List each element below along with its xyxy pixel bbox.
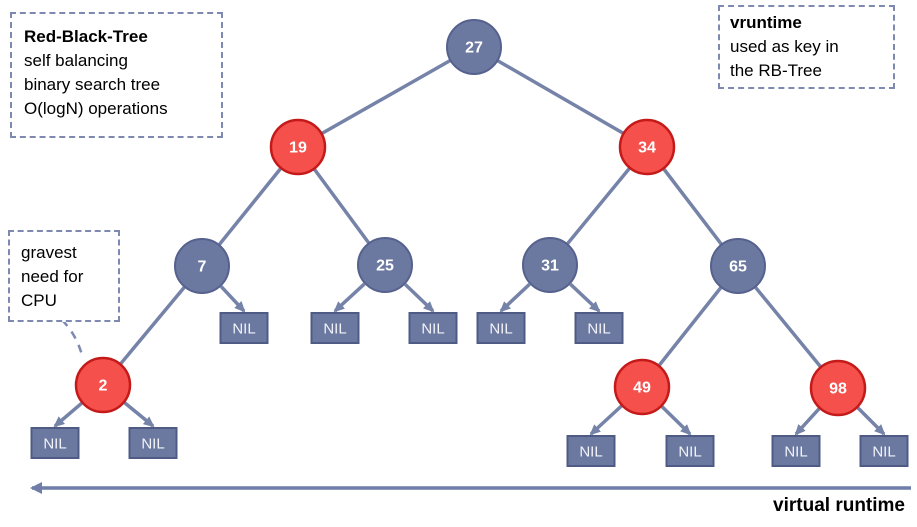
tree-node-label: 25 xyxy=(376,258,394,275)
note-line: binary search tree xyxy=(24,75,161,94)
nil-box xyxy=(771,435,821,467)
nil-box xyxy=(128,427,178,459)
tree-node-2-red xyxy=(74,356,132,414)
tree-node-19-red xyxy=(269,118,327,176)
note-line: gravest xyxy=(21,243,77,262)
note-vruntime: vruntime used as key in the RB-Tree xyxy=(718,5,895,89)
nil-box xyxy=(30,427,80,459)
edge-27-19 xyxy=(297,45,475,149)
nil-box xyxy=(310,312,360,344)
note-line: O(logN) operations xyxy=(24,99,168,118)
nil-edge-98 xyxy=(856,406,886,436)
tree-node-27-black xyxy=(446,19,502,75)
note-gravest-need: gravest need for CPU xyxy=(8,230,120,322)
nil-label: NIL xyxy=(421,321,444,338)
tree-node-49-red xyxy=(613,358,671,416)
tree-node-65-black xyxy=(710,238,766,294)
nil-label: NIL xyxy=(232,321,255,338)
tree-node-label: 31 xyxy=(541,258,559,275)
tree-node-label: 19 xyxy=(289,140,307,157)
nil-edge-31 xyxy=(499,282,531,313)
nil-label: NIL xyxy=(678,444,701,461)
nil-label: NIL xyxy=(43,436,66,453)
note-line: self balancing xyxy=(24,51,128,70)
note-title: Red-Black-Tree xyxy=(24,27,148,46)
tree-node-label: 2 xyxy=(99,378,108,395)
tree-node-label: 34 xyxy=(638,140,656,157)
note-line: used as key in xyxy=(730,37,839,56)
nil-edge-2 xyxy=(53,401,83,428)
nil-box xyxy=(859,435,909,467)
note-line: CPU xyxy=(21,291,57,310)
nil-edge-2 xyxy=(123,401,155,428)
nil-edge-49 xyxy=(660,405,692,436)
tree-node-label: 98 xyxy=(829,381,847,398)
nil-box xyxy=(219,312,269,344)
tree-node-label: 7 xyxy=(198,259,207,276)
tree-node-98-red xyxy=(809,359,867,417)
nil-box xyxy=(566,435,616,467)
note-pointer-line xyxy=(61,319,84,356)
nil-edge-25 xyxy=(333,282,366,313)
nil-label: NIL xyxy=(141,436,164,453)
tree-node-label: 27 xyxy=(465,40,483,57)
edge-27-34 xyxy=(473,45,648,149)
note-line: the RB-Tree xyxy=(730,61,822,80)
tree-node-label: 65 xyxy=(729,259,747,276)
nil-edge-25 xyxy=(404,283,435,313)
nil-label: NIL xyxy=(784,444,807,461)
tree-node-25-black xyxy=(357,237,413,293)
nil-edge-7 xyxy=(219,285,246,313)
nil-edge-31 xyxy=(569,282,601,313)
tree-node-31-black xyxy=(522,237,578,293)
nil-box xyxy=(408,312,458,344)
tree-node-34-red xyxy=(618,118,676,176)
nil-box xyxy=(665,435,715,467)
nil-edge-49 xyxy=(589,404,623,436)
virtual-runtime-label: virtual runtime xyxy=(773,495,905,516)
nil-label: NIL xyxy=(579,444,602,461)
nil-box xyxy=(574,312,624,344)
nil-label: NIL xyxy=(323,321,346,338)
nil-label: NIL xyxy=(587,321,610,338)
note-red-black-tree: Red-Black-Tree self balancing binary sea… xyxy=(10,12,223,138)
nil-label: NIL xyxy=(872,444,895,461)
tree-node-7-black xyxy=(174,238,230,294)
tree-node-label: 49 xyxy=(633,380,651,397)
note-line: need for xyxy=(21,267,84,286)
nil-label: NIL xyxy=(489,321,512,338)
note-title: vruntime xyxy=(730,13,802,32)
nil-box xyxy=(476,312,526,344)
nil-edge-98 xyxy=(794,407,821,436)
